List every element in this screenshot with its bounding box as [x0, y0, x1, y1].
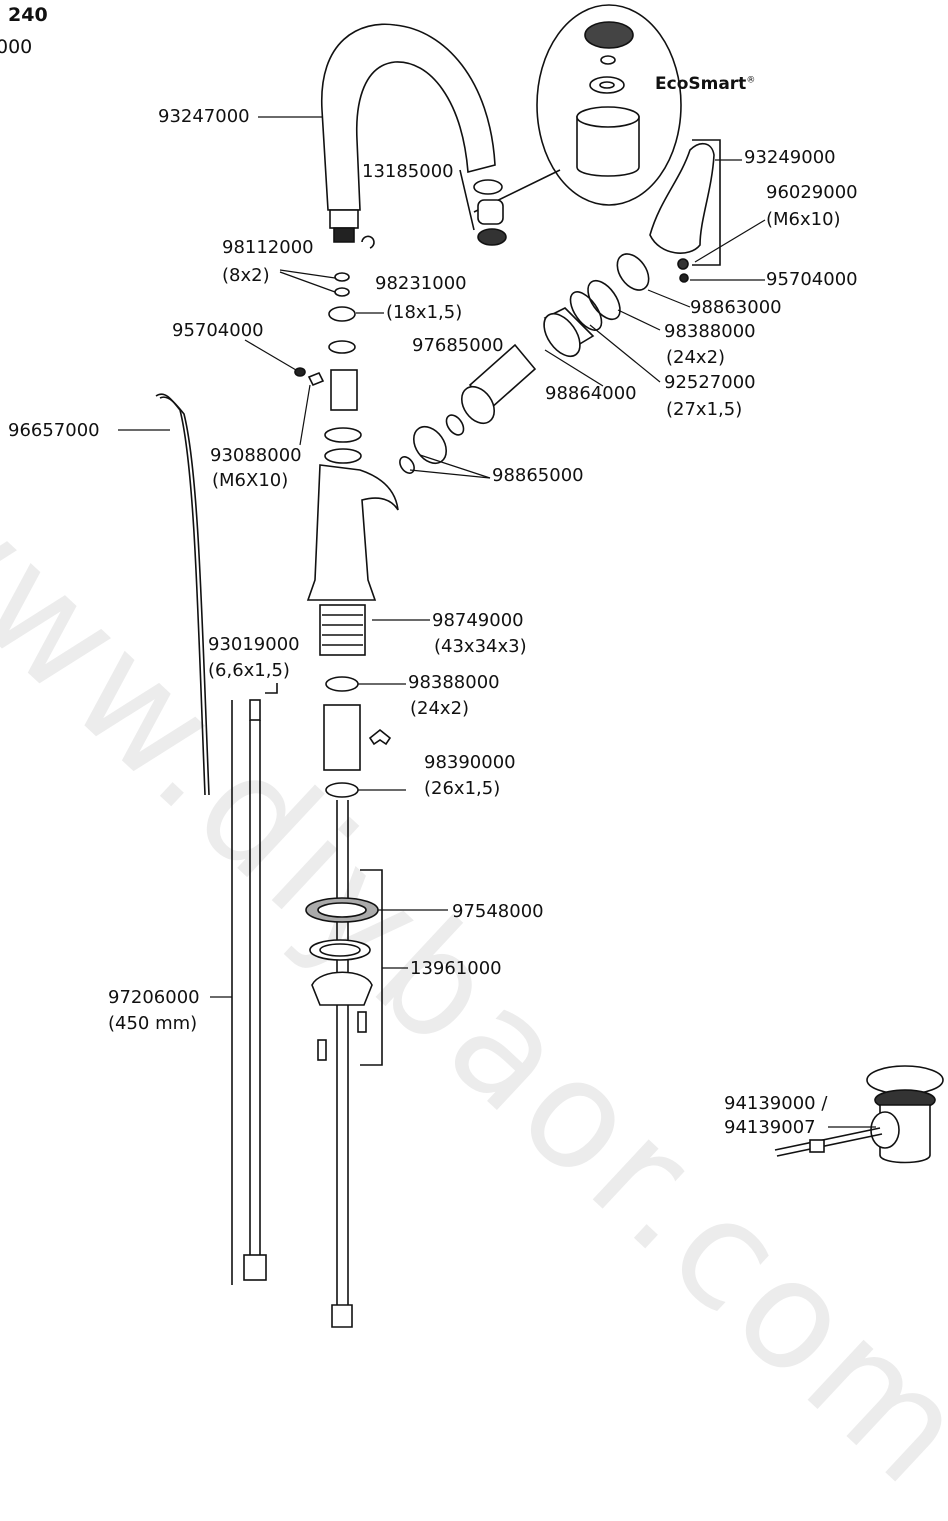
label-oring-98390000: 98390000	[424, 752, 516, 773]
label-rod: 96657000	[8, 420, 100, 441]
label-thread-size: (43x34x3)	[434, 636, 527, 657]
exploded-view-drawing	[118, 4, 944, 1328]
label-oring-98388000-bot: 98388000	[408, 672, 500, 693]
label-oring-26: (26x1,5)	[424, 778, 501, 799]
label-hose-length: (450 mm)	[108, 1013, 198, 1034]
label-screw1-size: (M6x10)	[766, 209, 841, 230]
ecosmart-brand-label: EcoSmart®	[655, 74, 756, 94]
handle-lever	[649, 139, 721, 283]
aerator-detail-bubble	[473, 4, 682, 213]
flex-hose	[231, 683, 278, 1285]
label-seals-98865000: 98865000	[492, 465, 584, 486]
label-ring-98863000: 98863000	[690, 297, 782, 318]
label-spout: 93247000	[158, 106, 250, 127]
label-oring-24-top: (24x2)	[666, 347, 726, 368]
header-title: 240	[8, 4, 48, 26]
tap-body	[306, 427, 399, 656]
label-mount-13961000: 13961000	[410, 958, 502, 979]
label-cartridge: 97685000	[412, 335, 504, 356]
label-oring-24-bot: (24x2)	[410, 698, 470, 719]
small-fittings	[294, 235, 375, 411]
cartridge-assembly	[399, 253, 650, 474]
label-oring-92527000: 92527000	[664, 372, 756, 393]
label-clip: 98112000	[222, 237, 314, 258]
label-oring-98231000: 98231000	[375, 273, 467, 294]
label-thread-98749000: 98749000	[432, 610, 524, 631]
mounting-parts	[305, 676, 392, 1328]
label-washer-97548000: 97548000	[452, 901, 544, 922]
label-waste-1: 94139000 /	[724, 1093, 828, 1114]
label-oring-8x2: (8x2)	[222, 265, 270, 286]
label-hose-size: (6,6x1,5)	[208, 660, 290, 681]
label-grub-right: 95704000	[766, 269, 858, 290]
label-nut-98864000: 98864000	[545, 383, 637, 404]
label-handle: 93249000	[744, 147, 836, 168]
label-grub-left: 95704000	[172, 320, 264, 341]
label-screw1: 96029000	[766, 182, 858, 203]
label-oring-27: (27x1,5)	[666, 399, 743, 420]
header-subtitle: 000	[0, 36, 33, 58]
aerator-parts	[459, 169, 507, 246]
label-oring-18: (18x1,5)	[386, 302, 463, 323]
label-aerator: 13185000	[362, 161, 454, 182]
lift-rod	[155, 393, 210, 796]
leader-lines	[118, 116, 876, 1128]
label-hose-93019000: 93019000	[208, 634, 300, 655]
label-hose-97206000: 97206000	[108, 987, 200, 1008]
label-screw2-size: (M6X10)	[212, 470, 289, 491]
label-screw2: 93088000	[210, 445, 302, 466]
parts-diagram: www.diybaor.com 240 000	[0, 4, 948, 1521]
spout-part	[321, 23, 496, 243]
label-oring-98388000-top: 98388000	[664, 321, 756, 342]
waste-valve	[774, 1065, 944, 1164]
label-waste-2: 94139007	[724, 1117, 816, 1138]
